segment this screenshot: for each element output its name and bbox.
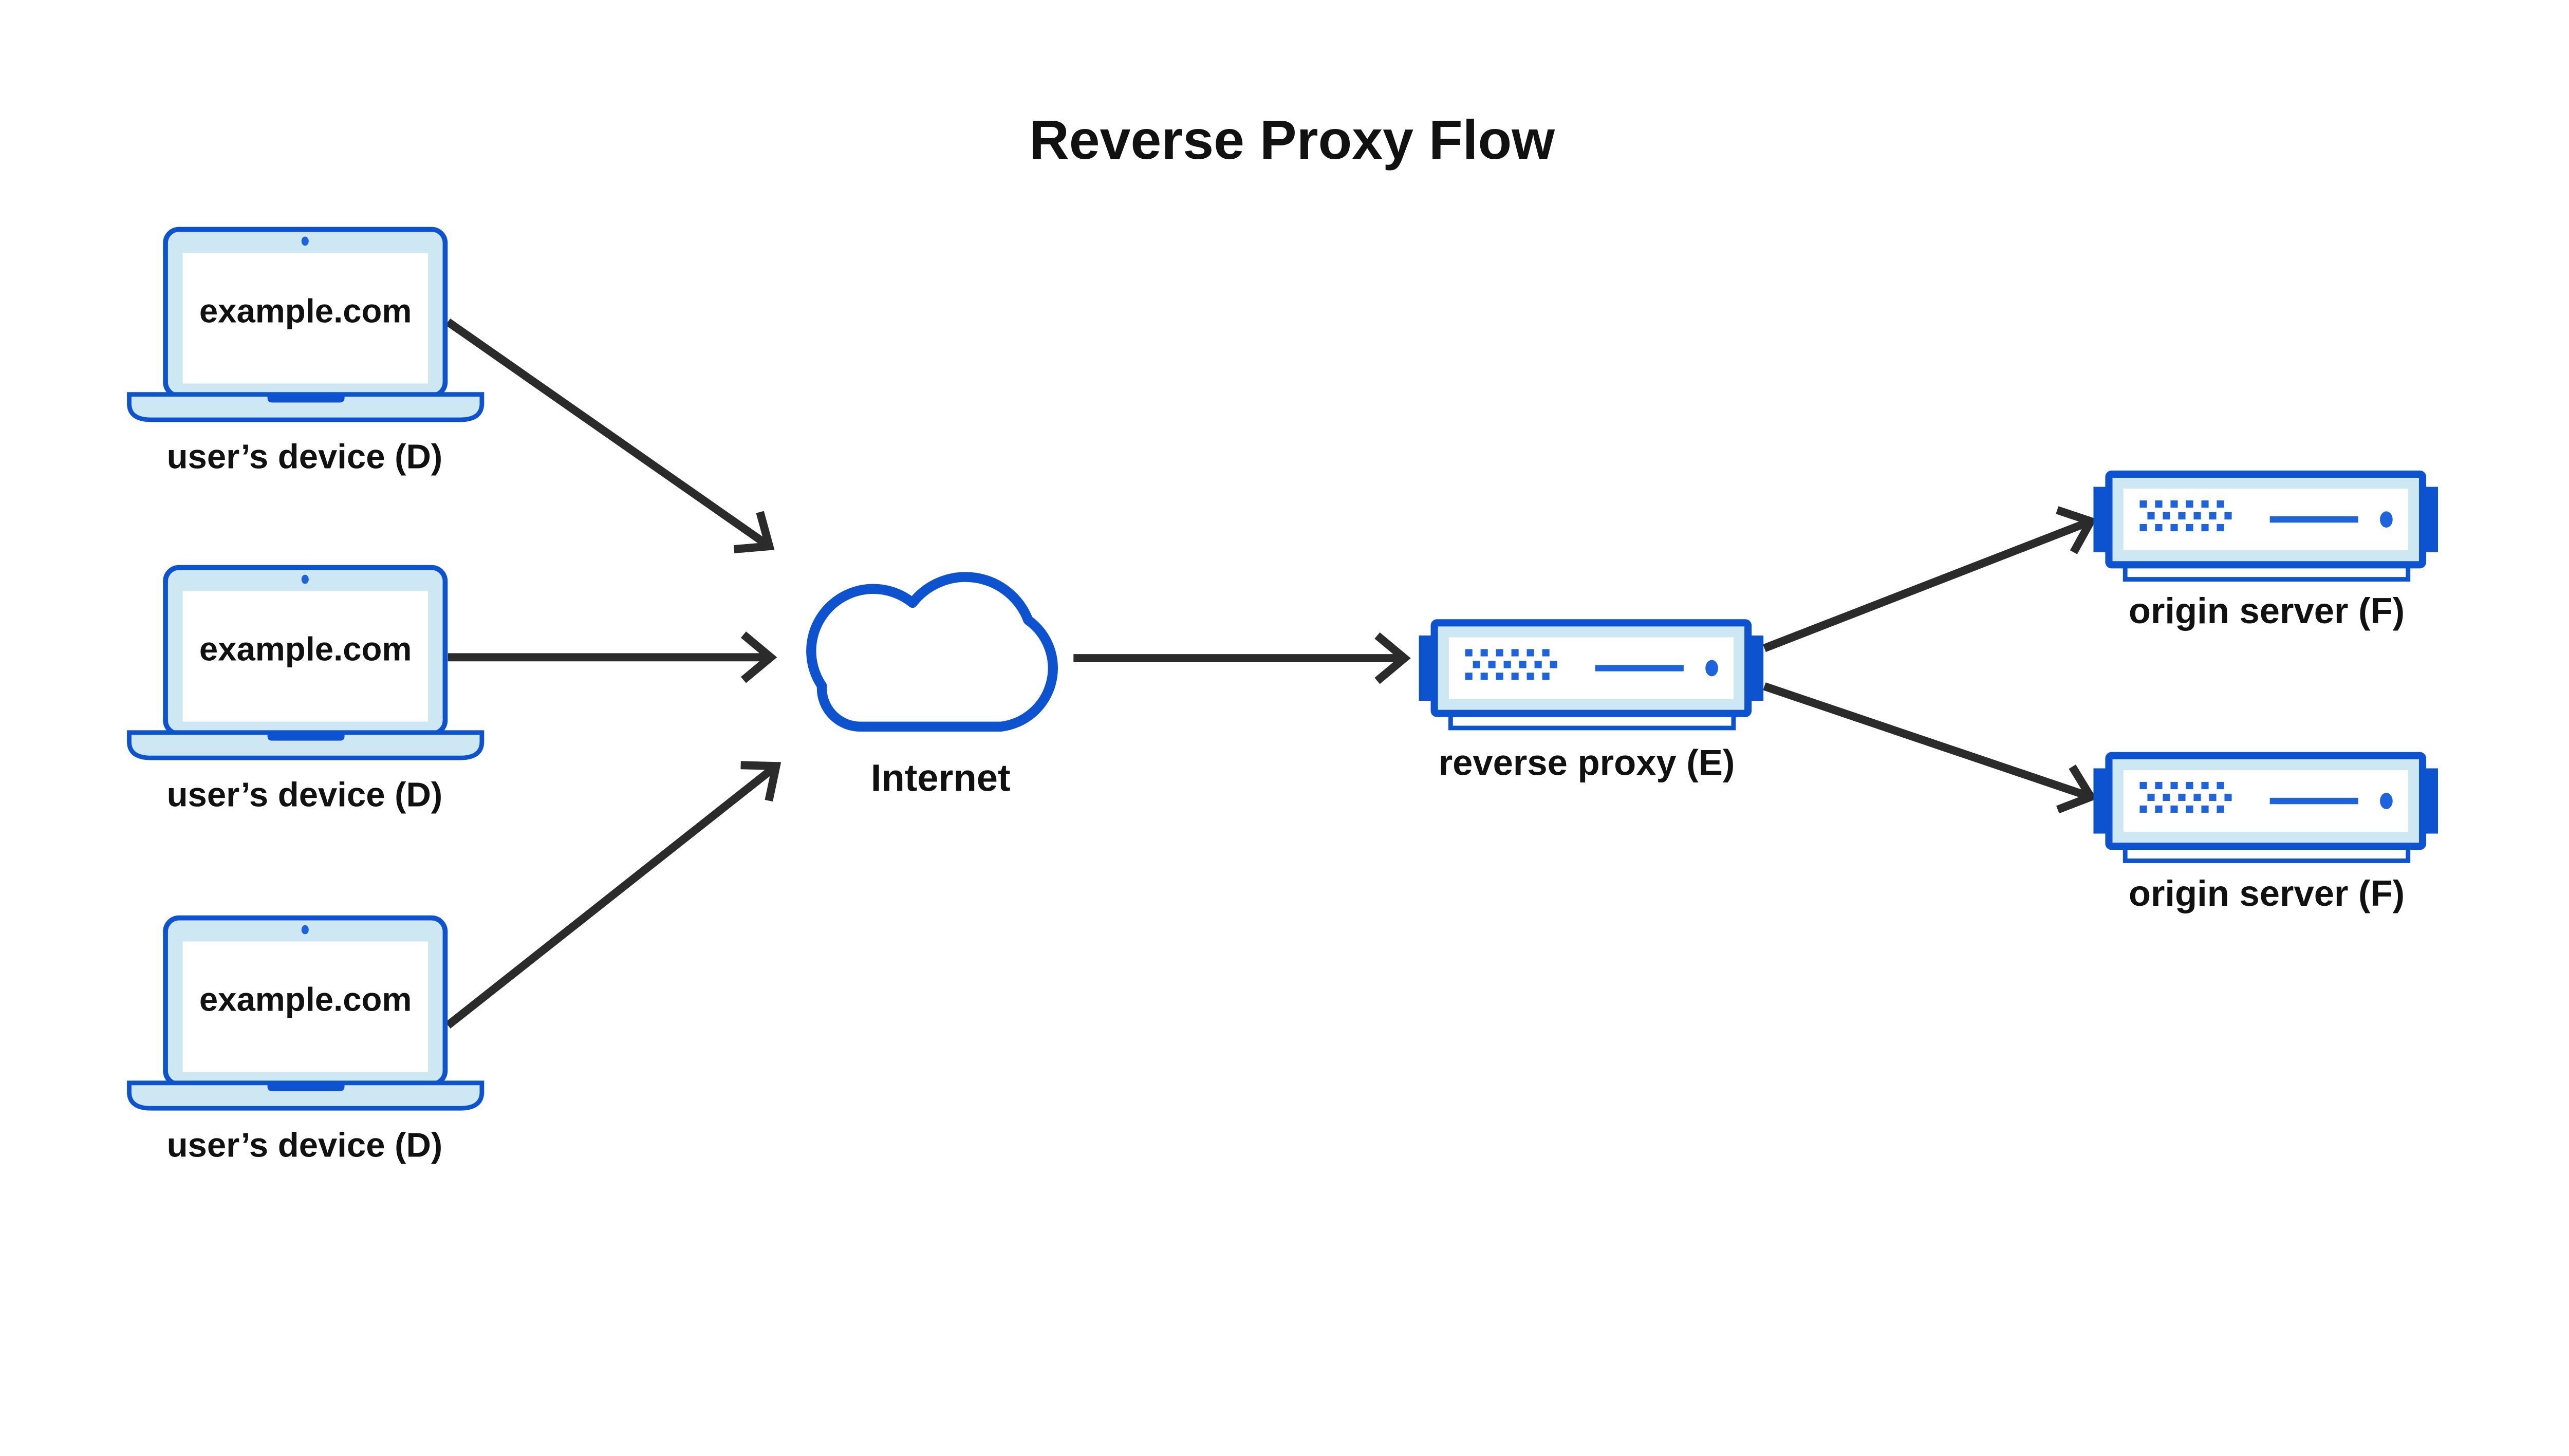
connection-arrows [445,318,2097,1029]
server-icon [2093,756,2438,861]
device-caption: user’s device (D) [167,437,443,476]
origin-server-node-1: origin server (F) [2093,474,2438,631]
arrow-device-3-to-internet [445,761,781,1029]
device-screen-label: example.com [199,292,412,329]
user-device-node-1: example.com user’s device (D) [129,229,481,476]
origin-server-label: origin server (F) [2129,873,2405,913]
arrow-proxy-to-origin-2 [1763,682,2097,814]
server-icon [1419,623,1764,728]
reverse-proxy-label: reverse proxy (E) [1439,742,1735,783]
arrow-proxy-to-origin-1 [1763,506,2097,652]
user-device-node-2: example.com user’s device (D) [129,568,481,814]
internet-label: Internet [871,757,1011,799]
server-icon [2093,474,2438,580]
origin-server-node-2: origin server (F) [2093,756,2438,913]
internet-node: Internet [806,572,1058,799]
user-device-node-3: example.com user’s device (D) [129,918,481,1165]
reverse-proxy-node: reverse proxy (E) [1419,623,1764,783]
arrow-device-1-to-internet [445,318,775,553]
cloud-icon [806,572,1058,732]
page-title: Reverse Proxy Flow [1029,109,1555,171]
device-screen-label: example.com [199,630,412,668]
device-caption: user’s device (D) [167,1126,443,1165]
origin-server-label: origin server (F) [2129,590,2405,631]
device-caption: user’s device (D) [167,776,443,814]
reverse-proxy-flow-diagram: Reverse Proxy Flow example.com user’s de… [126,108,2442,1165]
device-screen-label: example.com [199,981,412,1018]
diagram-page: Reverse Proxy Flow example.com user’s de… [126,108,2442,1165]
